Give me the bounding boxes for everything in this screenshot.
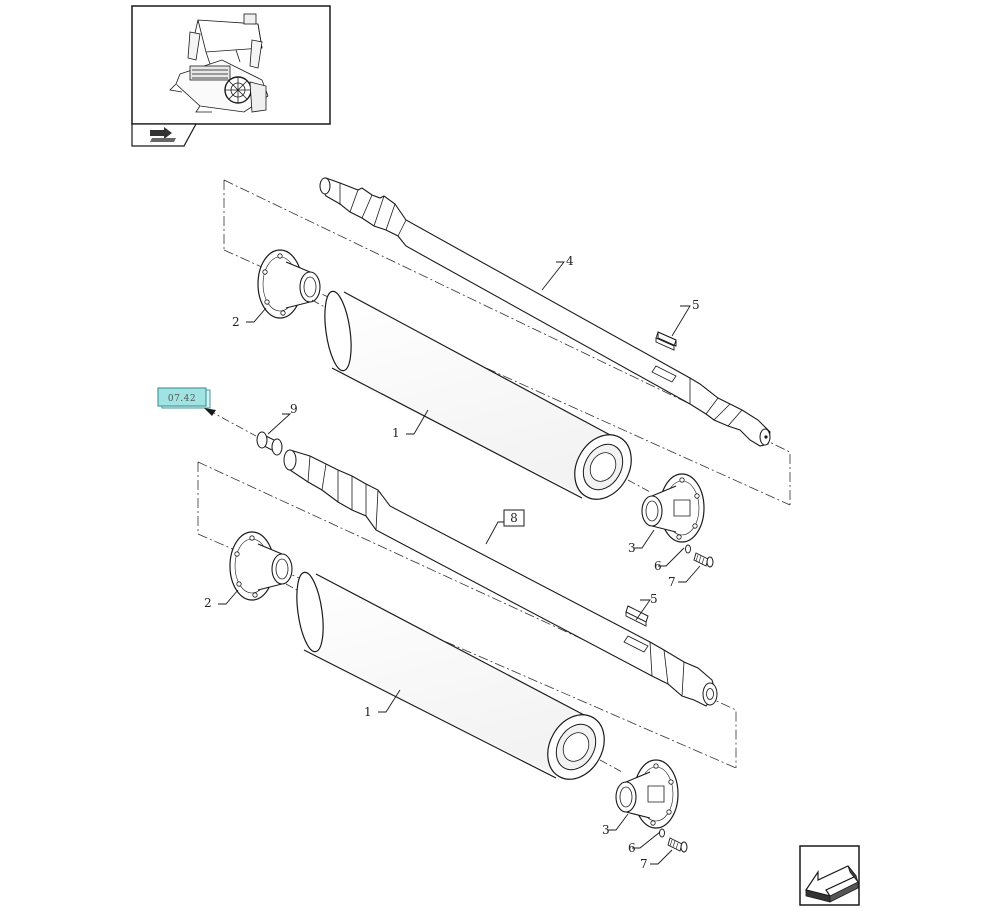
shaft-part-8[interactable] — [283, 449, 718, 707]
callout-6-lower[interactable]: 6 — [628, 841, 636, 855]
leader-lines — [218, 261, 701, 865]
reference-tag-link[interactable]: 07.42 — [157, 387, 211, 409]
screw-part-7-upper[interactable] — [693, 552, 714, 568]
callout-7-lower[interactable]: 7 — [640, 857, 648, 871]
ref-tag-label: 07.42 — [168, 394, 196, 404]
callout-4[interactable]: 4 — [566, 254, 574, 268]
washer-part-6-upper[interactable] — [685, 544, 691, 554]
bearing-flange-part-2-lower[interactable] — [229, 531, 293, 601]
overview-thumbnail[interactable] — [131, 5, 331, 147]
return-to-overview-arrow-icon[interactable] — [150, 127, 176, 142]
callout-2-upper[interactable]: 2 — [232, 315, 240, 329]
shaft-part-4[interactable] — [319, 177, 771, 447]
bearing-flange-part-2-upper[interactable] — [257, 249, 321, 319]
machine-overview-drawing — [169, 13, 269, 113]
callout-labels: 4 5 2 1 9 3 6 7 2 5 1 3 6 7 — [204, 254, 700, 871]
upper-roller-assembly — [223, 177, 791, 568]
previous-page-arrow-icon — [805, 865, 859, 903]
lower-axis-line-right — [599, 759, 623, 773]
callout-1-upper[interactable]: 1 — [392, 426, 400, 440]
callout-3-lower[interactable]: 3 — [602, 823, 610, 837]
callout-6-upper[interactable]: 6 — [654, 559, 662, 573]
callout-5-lower[interactable]: 5 — [650, 592, 658, 606]
callout-2-lower[interactable]: 2 — [204, 596, 212, 610]
callout-8[interactable]: 8 — [485, 509, 525, 545]
roller-sleeve-part-1-lower[interactable] — [293, 571, 616, 790]
ref-tag-arrow — [204, 408, 257, 437]
callout-3-upper[interactable]: 3 — [628, 541, 636, 555]
callout-8-label: 8 — [510, 511, 518, 525]
lower-roller-assembly — [197, 431, 737, 853]
previous-page-button[interactable] — [799, 845, 860, 906]
flange-hub-bore-upper — [673, 499, 691, 517]
bushing-part-9[interactable] — [256, 431, 283, 456]
callout-7-upper[interactable]: 7 — [668, 575, 676, 589]
callout-5-upper[interactable]: 5 — [692, 298, 700, 312]
bearing-flange-part-3-upper[interactable] — [641, 473, 705, 543]
key-part-5-upper[interactable] — [655, 331, 677, 351]
screw-part-7-lower[interactable] — [667, 837, 688, 853]
flange-hub-bore-lower — [647, 785, 665, 803]
key-part-5-lower[interactable] — [625, 605, 649, 627]
callout-1-lower[interactable]: 1 — [364, 705, 372, 719]
washer-part-6-lower[interactable] — [659, 828, 665, 838]
roller-sleeve-part-1-upper[interactable] — [321, 290, 643, 510]
callout-9[interactable]: 9 — [290, 402, 298, 416]
upper-axis-line-right — [627, 479, 651, 493]
ref-tag-box — [157, 387, 207, 407]
